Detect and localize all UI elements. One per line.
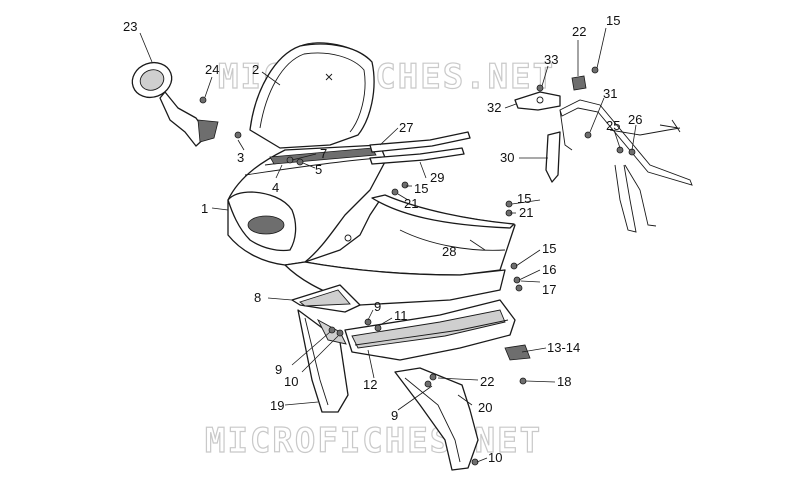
part-27-trim-strip (369, 131, 471, 153)
callout-33: 33 (544, 52, 558, 67)
hardware-bolts (199, 66, 636, 466)
callout-16: 16 (542, 262, 556, 277)
callout-7: 8 (254, 290, 261, 305)
callout-20: 20 (478, 400, 492, 415)
part-1-upper-fairing (227, 144, 387, 266)
callout-24: 24 (205, 62, 219, 77)
callout-21-left: 21 (404, 196, 418, 211)
part-23-mirror (131, 61, 219, 147)
callout-29: 29 (430, 170, 444, 185)
callout-21-right: 21 (519, 205, 533, 220)
callout-9-left: 9 (275, 362, 282, 377)
callout-15-a: 15 (414, 181, 428, 196)
callout-5: 5 (315, 162, 322, 177)
callout-15-b: 15 (517, 191, 531, 206)
callout-27: 27 (399, 120, 413, 135)
leader-lines (139, 27, 637, 463)
part-19-left-lower-panel (297, 309, 349, 413)
callout-26: 26 (628, 112, 642, 127)
part-20-right-lower-panel (394, 344, 531, 471)
callout-23: 23 (123, 19, 137, 34)
callout-9-middle: 9 (391, 408, 398, 423)
callout-15-c: 15 (542, 241, 556, 256)
watermark-bottom: MICROFICHES.NET (205, 421, 542, 461)
callout-11: 11 (394, 308, 408, 323)
callout-17: 17 (542, 282, 556, 297)
part-31-fairing-bracket (545, 99, 693, 233)
callout-6: 7 (320, 146, 327, 161)
callout-9-bottom: 10 (488, 450, 502, 465)
callout-32: 32 (487, 100, 501, 115)
part-32-mount-bracket (514, 91, 561, 111)
callout-4: 4 (272, 180, 279, 195)
callout-15-top: 15 (606, 13, 620, 28)
callout-22-lower: 22 (480, 374, 494, 389)
part-22-upper-clip (571, 75, 587, 91)
callout-19: 19 (270, 398, 284, 413)
callout-31: 31 (603, 86, 617, 101)
callout-18: 18 (557, 374, 571, 389)
callout-10: 10 (284, 374, 298, 389)
callout-25: 25 (606, 118, 620, 133)
callout-labels: 23 24 2 3 4 7 5 1 8 9 11 9 10 12 19 9 22… (123, 13, 642, 465)
part-29-trim-strip (369, 147, 465, 165)
callout-1: 1 (201, 201, 208, 216)
part-fairing-lower-body (284, 261, 506, 313)
part-2-windscreen (249, 42, 375, 149)
part-12-lower-spoiler (344, 299, 516, 361)
callout-2: 2 (252, 62, 259, 77)
callout-12: 12 (363, 377, 377, 392)
callout-13-14: 13-14 (547, 340, 580, 355)
callout-3: 3 (237, 150, 244, 165)
callout-8: 9 (374, 299, 381, 314)
callout-22-upper: 22 (572, 24, 586, 39)
callout-30: 30 (500, 150, 514, 165)
callout-28: 28 (442, 244, 456, 259)
